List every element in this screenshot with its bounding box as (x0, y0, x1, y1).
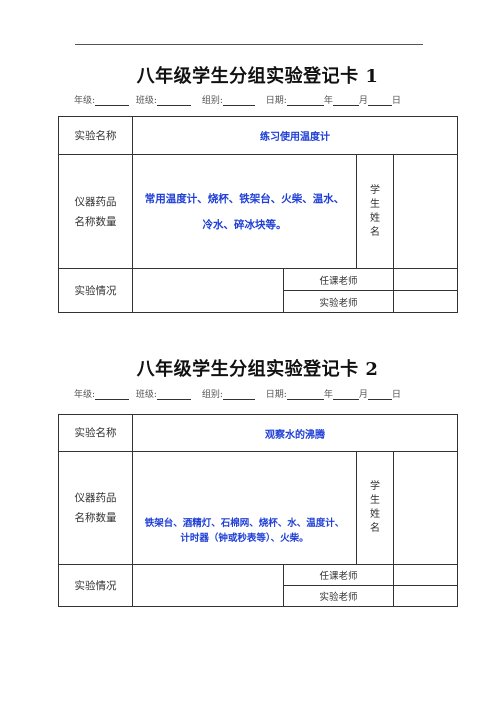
equipment-value-line-2: 冷水、碎冰块等。 (202, 218, 287, 231)
equipment-label: 仪器药品 名称数量 (58, 154, 133, 269)
student-name-label: 学 生 姓 名 (356, 154, 394, 269)
teacher-label: 任课老师 (283, 268, 394, 291)
equipment-value: 铁架台、酒精灯、石棉网、烧杯、水、温度计、 计时器（钟或秒表等）、火柴。 (132, 451, 357, 565)
student-name-char: 生 (370, 495, 380, 506)
class-field[interactable] (156, 390, 191, 400)
card-1-title-wrap: 八年级学生分组实验登记卡 1 (58, 62, 457, 88)
card-1-meta-line: 年级: 班级: 组别: 日期: 年 月 日 (74, 93, 401, 106)
date-year-field[interactable] (286, 96, 324, 106)
group-label: 组别: (201, 96, 223, 106)
student-name-char: 名 (370, 523, 380, 534)
card-2-table: 实验名称 观察水的沸腾 仪器药品 名称数量 铁架台、酒精灯、石棉网、烧杯、水、温… (58, 414, 458, 607)
student-name-char: 生 (370, 198, 380, 210)
date-month-field[interactable] (332, 390, 359, 400)
situation-field[interactable] (132, 564, 284, 607)
lab-teacher-label: 实验老师 (283, 290, 394, 313)
lab-teacher-field[interactable] (393, 585, 458, 607)
class-field[interactable] (156, 96, 191, 106)
grade-field[interactable] (95, 96, 130, 106)
experiment-name-value: 练习使用温度计 (132, 116, 458, 155)
year-label: 年 (323, 390, 333, 400)
date-year-field[interactable] (286, 390, 324, 400)
situation-field[interactable] (132, 268, 284, 313)
equipment-label-line-1: 仪器药品 (74, 492, 117, 504)
day-label: 日 (391, 96, 401, 106)
lab-teacher-field[interactable] (393, 290, 458, 313)
equipment-label-line-2: 名称数量 (74, 215, 117, 228)
equipment-value-line-1: 常用温度计、烧杯、铁架台、火柴、温水、 (144, 192, 345, 205)
situation-label: 实验情况 (58, 268, 133, 313)
group-field[interactable] (222, 390, 255, 400)
class-label: 班级: (135, 96, 157, 106)
month-label: 月 (358, 96, 368, 106)
day-label: 日 (391, 390, 401, 400)
lab-teacher-label: 实验老师 (283, 585, 394, 607)
equipment-value-line-2: 计时器（钟或秒表等）、火柴。 (180, 533, 309, 544)
teacher-label: 任课老师 (283, 564, 394, 586)
date-day-field[interactable] (367, 96, 392, 106)
equipment-value: 常用温度计、烧杯、铁架台、火柴、温水、 冷水、碎冰块等。 (132, 154, 357, 269)
student-name-char: 姓 (370, 212, 380, 224)
class-label: 班级: (135, 390, 157, 400)
experiment-name-value: 观察水的沸腾 (132, 414, 458, 452)
card-2-meta-line: 年级: 班级: 组别: 日期: 年 月 日 (74, 387, 401, 400)
student-name-char: 学 (370, 184, 380, 196)
equipment-label-line-1: 仪器药品 (74, 195, 117, 208)
month-label: 月 (358, 390, 368, 400)
equipment-label: 仪器药品 名称数量 (58, 451, 133, 565)
year-label: 年 (323, 96, 333, 106)
student-name-field[interactable] (393, 451, 458, 565)
teacher-field[interactable] (393, 268, 458, 291)
group-label: 组别: (201, 390, 223, 400)
student-name-field[interactable] (393, 154, 458, 269)
student-name-char: 学 (370, 481, 380, 492)
teacher-field[interactable] (393, 564, 458, 586)
header-rule (75, 44, 423, 45)
card-2-title: 八年级学生分组实验登记卡 2 (136, 359, 379, 380)
equipment-label-line-2: 名称数量 (74, 512, 117, 524)
date-label: 日期: (265, 390, 287, 400)
student-name-label: 学 生 姓 名 (356, 451, 394, 565)
student-name-char: 姓 (370, 509, 380, 520)
experiment-name-label: 实验名称 (58, 414, 133, 452)
card-2-title-wrap: 八年级学生分组实验登记卡 2 (58, 355, 457, 381)
date-label: 日期: (265, 96, 287, 106)
situation-label: 实验情况 (58, 564, 133, 607)
card-1-table: 实验名称 练习使用温度计 仪器药品 名称数量 常用温度计、烧杯、铁架台、火柴、温… (58, 116, 458, 313)
equipment-value-line-1: 铁架台、酒精灯、石棉网、烧杯、水、温度计、 (144, 518, 345, 529)
date-day-field[interactable] (367, 390, 392, 400)
experiment-name-label: 实验名称 (58, 116, 133, 155)
group-field[interactable] (222, 96, 255, 106)
card-1-title: 八年级学生分组实验登记卡 1 (136, 66, 379, 87)
grade-label: 年级: (74, 390, 96, 400)
student-name-char: 名 (370, 226, 380, 238)
date-month-field[interactable] (332, 96, 359, 106)
grade-label: 年级: (74, 96, 96, 106)
grade-field[interactable] (95, 390, 130, 400)
